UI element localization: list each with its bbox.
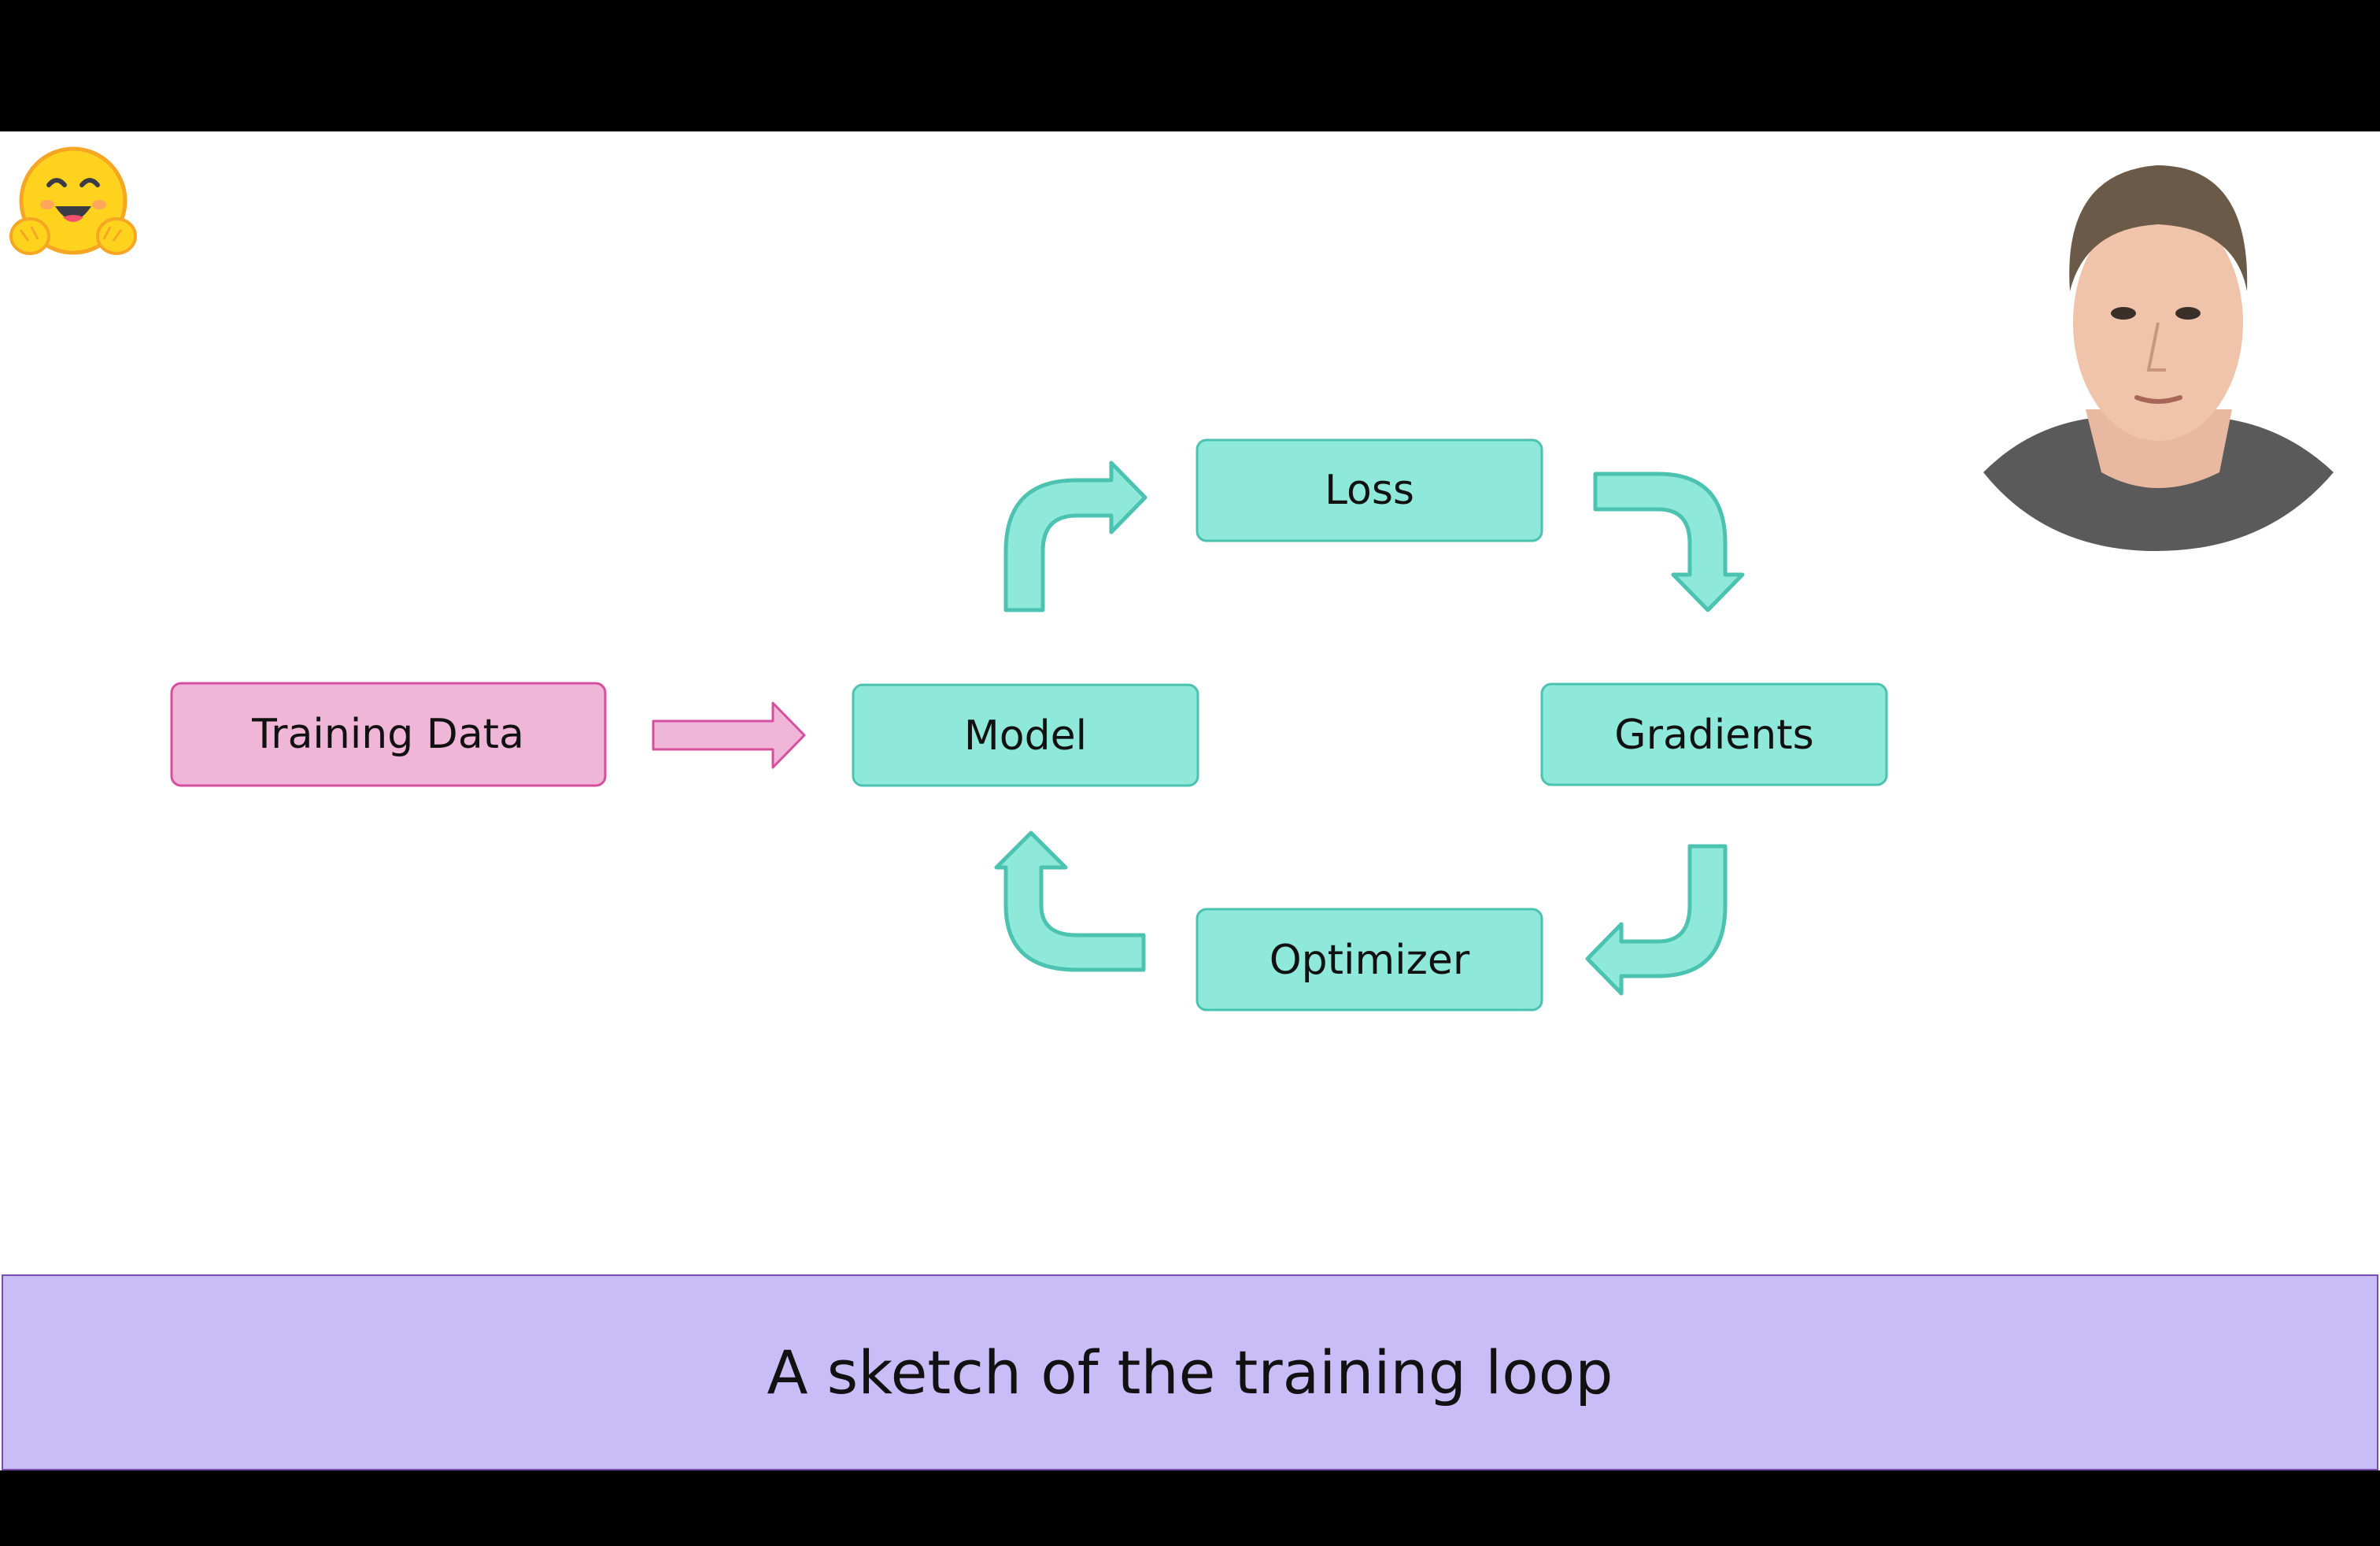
arrow-model-to-loss-icon	[1003, 460, 1148, 612]
node-optimizer: Optimizer	[1196, 908, 1543, 1012]
letterbox-bottom	[0, 1470, 2380, 1546]
node-loss: Loss	[1196, 438, 1543, 542]
node-training-data-label: Training Data	[251, 711, 524, 758]
arrow-loss-to-gradients-icon	[1593, 472, 1745, 612]
slide	[0, 131, 2380, 1470]
arrow-data-to-model-icon	[652, 701, 806, 769]
node-gradients: Gradients	[1540, 682, 1888, 786]
presenter-webcam	[1983, 165, 2334, 551]
node-training-data: Training Data	[170, 682, 607, 787]
hugging-face-logo-icon	[9, 146, 137, 255]
node-gradients-label: Gradients	[1614, 712, 1813, 759]
node-model-label: Model	[964, 712, 1087, 760]
node-optimizer-label: Optimizer	[1269, 937, 1470, 984]
arrow-gradients-to-optimizer-icon	[1585, 844, 1728, 996]
node-model: Model	[852, 683, 1199, 787]
letterbox-top	[0, 0, 2380, 131]
node-loss-label: Loss	[1325, 467, 1414, 514]
caption-text: A sketch of the training loop	[767, 1337, 1613, 1407]
arrow-optimizer-to-model-icon	[994, 830, 1146, 972]
caption-bar: A sketch of the training loop	[2, 1274, 2378, 1470]
